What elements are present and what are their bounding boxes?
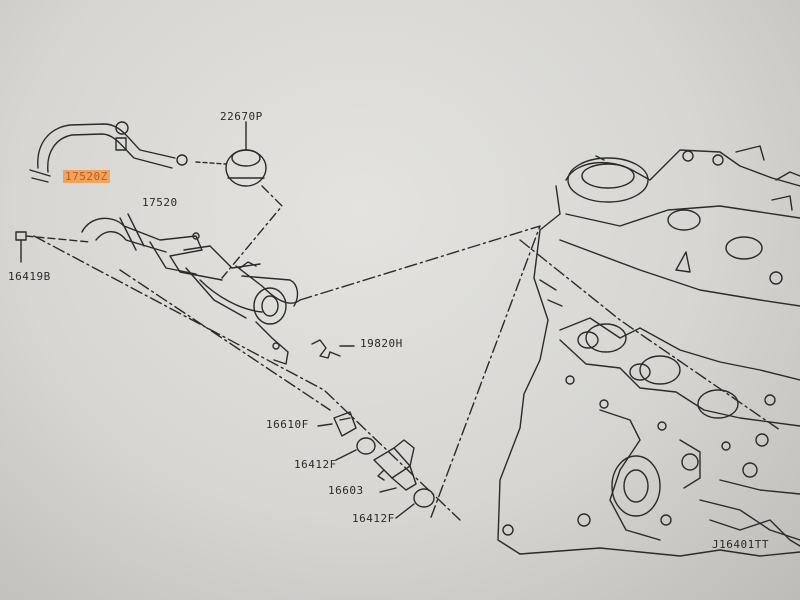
part-label-16412F-lower: 16412F xyxy=(352,512,395,525)
clip-16610F xyxy=(317,411,357,437)
part-label-16603: 16603 xyxy=(328,484,364,497)
diagram-code: J16401TT xyxy=(712,538,769,551)
damper-22670P xyxy=(195,121,283,279)
part-label-16610F: 16610F xyxy=(266,418,309,431)
assembly-lines xyxy=(33,225,781,521)
bracket-19820H xyxy=(311,339,355,359)
part-label-22670P: 22670P xyxy=(220,110,263,123)
fuel-hose-17520Z xyxy=(29,121,188,183)
engine-cylinder-head xyxy=(497,145,800,557)
part-label-19820H: 19820H xyxy=(360,337,403,350)
part-label-16412F-upper: 16412F xyxy=(294,458,337,471)
part-label-17520Z: 17520Z xyxy=(63,170,110,183)
fuel-tube-17520 xyxy=(81,213,301,365)
part-label-16419B: 16419B xyxy=(8,270,51,283)
part-label-17520: 17520 xyxy=(142,196,178,209)
bolt-16419B xyxy=(15,231,91,263)
o-ring-upper xyxy=(335,437,376,461)
injector-16603 xyxy=(373,439,417,493)
o-ring-lower xyxy=(395,488,435,519)
